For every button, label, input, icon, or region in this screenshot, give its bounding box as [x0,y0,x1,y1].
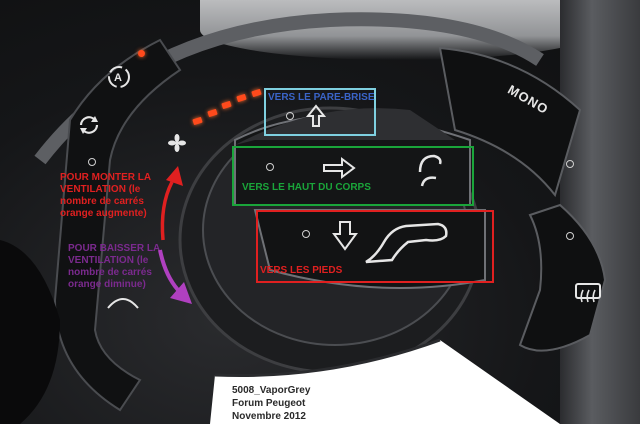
feet-indicator [302,230,310,238]
front-defrost-icon [107,298,139,309]
feet-label: VERS LES PIEDS [260,265,343,276]
front-defrost-icon[interactable] [106,290,140,312]
upper-body-arrow-icon[interactable] [322,156,356,180]
rear-defrost-icon[interactable] [574,282,602,304]
recirculation-icon[interactable] [76,112,102,138]
upper-body-highlight-box [232,146,474,206]
recirculation-auto-icon: A [108,66,130,88]
rear-defrost-icon [575,283,601,303]
defrost-indicator [566,232,574,240]
credit-line-1: 5008_VaporGrey [232,385,311,396]
recirculation-icon [79,116,99,134]
decrease-ventilation-label: POUR BAISSER LA VENTILATION (le nombre d… [68,243,160,290]
mono-indicator [566,160,574,168]
seat-upper-icon [414,150,444,194]
windshield-arrow-icon [305,104,327,127]
upper-body-indicator [266,163,274,171]
upper-body-label: VERS LE HAUT DU CORPS [242,182,371,193]
feet-arrow-icon[interactable] [332,220,358,252]
svg-text:A: A [114,72,122,84]
windshield-arrow-icon[interactable] [305,104,327,128]
fan-icon [168,134,186,152]
upper-body-arrow-icon [323,157,356,179]
windshield-highlight-box [264,88,376,136]
seat-feet-icon [365,222,448,264]
windshield-label: VERS LE PARE-BRISE [268,92,375,103]
seat-upper-icon [418,154,442,187]
recirculation-auto-icon[interactable]: A [106,64,132,90]
credit-line-2: Forum Peugeot [232,398,306,409]
background-edge [560,0,640,424]
feet-arrow-icon [332,221,358,251]
fan-icon [168,134,186,152]
recirc-indicator [88,158,96,166]
increase-ventilation-label: POUR MONTER LA VENTILATION (le nombre de… [60,172,151,219]
seat-feet-icon [362,212,452,268]
feet-highlight-box [256,210,494,283]
windshield-indicator [286,112,294,120]
credit-text: 5008_VaporGrey Forum Peugeot Novembre 20… [232,384,310,423]
credit-line-3: Novembre 2012 [232,411,306,422]
